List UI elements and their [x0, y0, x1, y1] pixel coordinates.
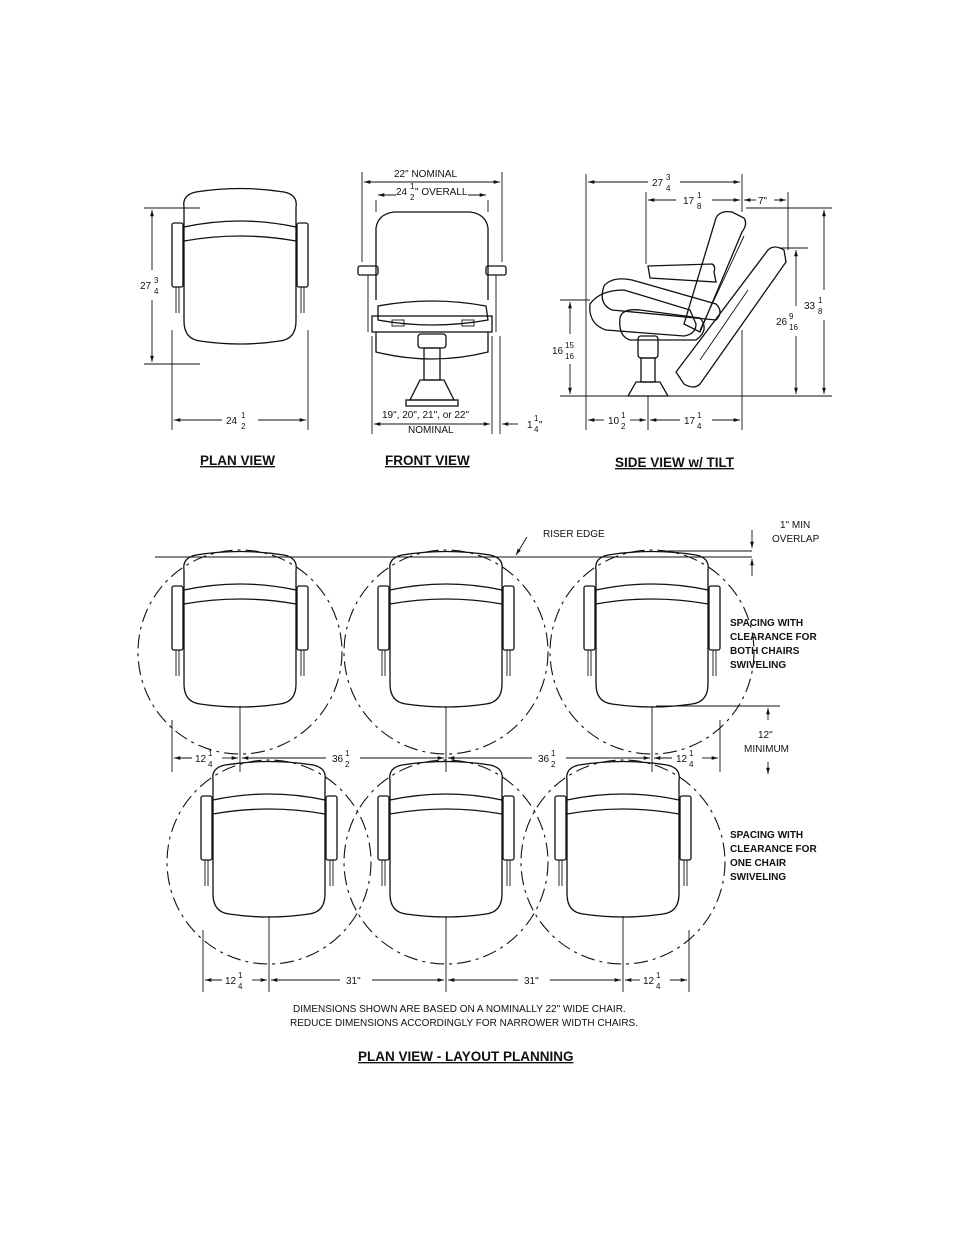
layout-title: PLAN VIEW - LAYOUT PLANNING	[358, 1049, 574, 1064]
layout-row-both-swivel	[137, 530, 780, 774]
front-arm-den: 4	[534, 425, 539, 434]
front-overall-num: 1	[410, 182, 415, 191]
side-seat-den: 16	[565, 352, 574, 361]
front-view	[357, 172, 518, 434]
plan-width-den: 2	[241, 422, 246, 431]
plan-depth-den: 4	[154, 287, 159, 296]
front-arm-suffix: "	[539, 420, 543, 431]
r1-mid1-den: 2	[345, 760, 350, 769]
side-height-whole: 33	[804, 301, 816, 312]
side-top-whole: 27	[652, 178, 664, 189]
riser-edge-label: RISER EDGE	[543, 529, 605, 540]
both-note-2: CLEARANCE FOR	[730, 632, 817, 643]
min-overlap-line1: 1" MIN	[780, 520, 810, 531]
r2-edge-right-num: 1	[656, 971, 661, 980]
footnote-line1: DIMENSIONS SHOWN ARE BASED ON A NOMINALL…	[293, 1004, 626, 1015]
layout-row-one-swivel	[166, 759, 726, 992]
side-base-left-den: 2	[621, 422, 626, 431]
side-mid-whole: 17	[683, 196, 695, 207]
side-top-den: 4	[666, 184, 671, 193]
side-view-title: SIDE VIEW w/ TILT	[615, 455, 735, 470]
r1-edge-right-num: 1	[689, 749, 694, 758]
side-tilt-den: 16	[789, 323, 798, 332]
one-note-3: ONE CHAIR	[730, 858, 787, 869]
side-height-den: 8	[818, 307, 823, 316]
plan-depth-whole: 27	[140, 281, 152, 292]
r2-mid1: 31"	[346, 976, 361, 987]
side-top-num: 3	[666, 173, 671, 182]
plan-width-num: 1	[241, 411, 246, 420]
front-seat-widths: 19", 20", 21", or 22"	[382, 410, 469, 421]
front-arm-num: 1	[534, 414, 539, 423]
r1-edge-left-num: 1	[208, 749, 213, 758]
both-note-1: SPACING WITH	[730, 618, 803, 629]
front-overall-bg	[396, 184, 468, 198]
side-seat-whole: 16	[552, 346, 564, 357]
one-note-2: CLEARANCE FOR	[730, 844, 817, 855]
front-overall-suffix: " OVERALL	[415, 187, 468, 198]
both-note-3: BOTH CHAIRS	[730, 646, 800, 657]
side-base-right-den: 4	[697, 422, 702, 431]
front-nominal-top: 22" NOMINAL	[394, 169, 457, 180]
one-note-1: SPACING WITH	[730, 830, 803, 841]
plan-view-title: PLAN VIEW	[200, 453, 275, 468]
plan-view	[144, 187, 309, 430]
side-mid-den: 8	[697, 202, 702, 211]
one-note-4: SWIVELING	[730, 872, 786, 883]
r1-edge-left-den: 4	[208, 760, 213, 769]
side-tilt-whole: 26	[776, 317, 788, 328]
footnote-line2: REDUCE DIMENSIONS ACCORDINGLY FOR NARROW…	[290, 1018, 638, 1029]
side-seat-num: 15	[565, 341, 574, 350]
r1-edge-right-den: 4	[689, 760, 694, 769]
side-base-left-num: 1	[621, 411, 626, 420]
front-overall-den: 2	[410, 193, 415, 202]
side-mid-num: 1	[697, 191, 702, 200]
side-tilt-num: 9	[789, 312, 794, 321]
r2-edge-left-whole: 12	[225, 976, 237, 987]
side-back-dim: 7"	[758, 196, 768, 207]
r2-edge-left-den: 4	[238, 982, 243, 991]
both-note-4: SWIVELING	[730, 660, 786, 671]
r1-edge-left-whole: 12	[195, 754, 207, 765]
front-overall-whole: 24	[396, 187, 408, 198]
front-arm-whole: 1	[527, 420, 533, 431]
plan-depth-num: 3	[154, 276, 159, 285]
r1-mid1-whole: 36	[332, 754, 344, 765]
r1-mid1-num: 1	[345, 749, 350, 758]
side-base-right-num: 1	[697, 411, 702, 420]
r1-mid2-whole: 36	[538, 754, 550, 765]
front-seat-bg	[380, 408, 484, 420]
min-overlap-line2: OVERLAP	[772, 534, 820, 545]
r1-mid2-den: 2	[551, 760, 556, 769]
front-seat-nominal: NOMINAL	[408, 425, 454, 436]
r2-mid2: 31"	[524, 976, 539, 987]
r2-edge-right-whole: 12	[643, 976, 655, 987]
side-base-right-whole: 17	[684, 416, 696, 427]
r1-mid2-num: 1	[551, 749, 556, 758]
side-view	[560, 174, 832, 430]
side-height-num: 1	[818, 296, 823, 305]
r2-edge-right-den: 4	[656, 982, 661, 991]
side-top-bg	[648, 176, 680, 190]
min-12-a: 12"	[758, 730, 773, 741]
plan-width-whole: 24	[226, 416, 238, 427]
front-view-title: FRONT VIEW	[385, 453, 470, 468]
min-12-b: MINIMUM	[744, 744, 789, 755]
r2-edge-left-num: 1	[238, 971, 243, 980]
side-base-left-whole: 10	[608, 416, 620, 427]
r1-edge-right-whole: 12	[676, 754, 688, 765]
